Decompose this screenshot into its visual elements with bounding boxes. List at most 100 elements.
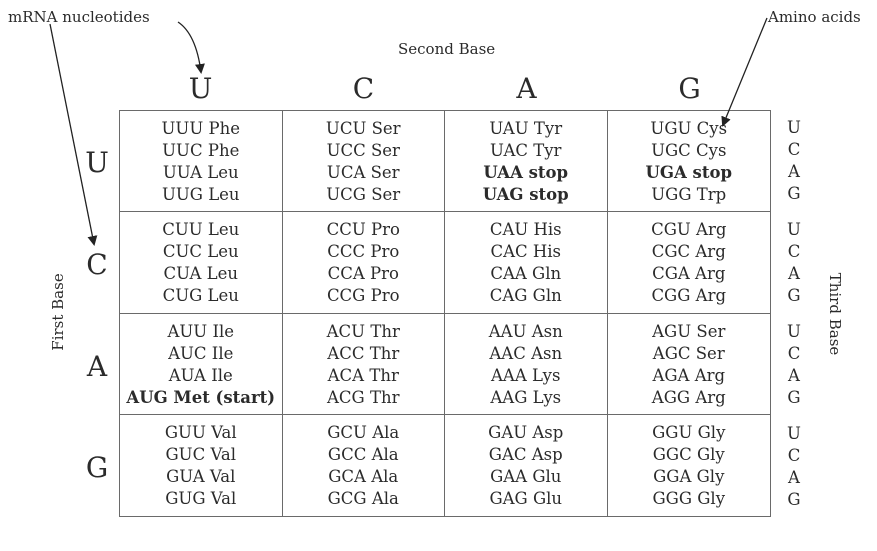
codon-entry: CCA Pro — [327, 264, 399, 284]
codon-entry: GUA Val — [166, 467, 236, 487]
codon-entry: CGC Arg — [651, 242, 726, 262]
codon-entry: AGU Ser — [652, 321, 726, 341]
codon-entry: AAC Asn — [489, 343, 563, 363]
codon-entry: GAA Glu — [490, 467, 562, 487]
codon-entry: GUG Val — [165, 489, 237, 509]
arrow-to-amino-acid-icon — [721, 17, 768, 127]
third-base-letter: U — [787, 424, 801, 443]
codon-entry: UGU Cys — [650, 119, 728, 139]
codon-entry: AAA Lys — [491, 365, 561, 385]
codon-entry: UGA stop — [645, 163, 732, 183]
third-base-letter: U — [787, 220, 801, 239]
arrow-to-first-base-icon — [49, 23, 98, 246]
codon-entry: UCU Ser — [325, 119, 401, 139]
third-base-letter: A — [788, 264, 800, 283]
codon-entry: UAA stop — [483, 163, 569, 183]
codon-entry: CUC Leu — [162, 242, 239, 262]
third-base-letter: A — [788, 468, 800, 487]
codon-entry: AUG Met (start) — [126, 387, 276, 407]
third-base-letter: G — [787, 388, 801, 407]
third-base-letter: G — [787, 490, 801, 509]
codon-entry: GUC Val — [165, 445, 236, 465]
first-base-g: G — [85, 451, 109, 484]
codon-entry: GCC Ala — [327, 445, 399, 465]
codon-entry: CUG Leu — [162, 286, 239, 306]
codon-entry: UUU Phe — [161, 119, 240, 139]
first-base-u: U — [85, 146, 109, 179]
codon-entry: GUU Val — [164, 423, 237, 443]
second-base-c: C — [352, 72, 375, 105]
codon-entry: GCG Ala — [327, 489, 399, 509]
codon-entry: ACA Thr — [327, 365, 399, 385]
third-base-letter: G — [787, 286, 801, 305]
third-base-letter: C — [787, 140, 801, 159]
codon-entry: ACC Thr — [327, 343, 400, 363]
third-base-letter: U — [787, 322, 801, 341]
arrow-to-second-base-icon — [177, 21, 205, 74]
codon-entry: UAC Tyr — [490, 141, 562, 161]
codon-entry: CUA Leu — [163, 264, 239, 284]
second-base-u: U — [188, 72, 213, 105]
amino-acids-label: Amino acids — [768, 8, 861, 26]
codon-entry: GGA Gly — [653, 467, 725, 487]
codon-entry: CUU Leu — [162, 220, 240, 240]
codon-entry: AGC Ser — [652, 343, 725, 363]
third-base-letter: A — [788, 162, 800, 181]
codon-entry: UGC Cys — [651, 141, 727, 161]
second-base-label: Second Base — [398, 40, 496, 58]
codon-entry: CAC His — [490, 242, 562, 262]
codon-entry: CGG Arg — [651, 286, 727, 306]
second-base-a: A — [516, 72, 537, 105]
codon-entry: UUC Phe — [162, 141, 240, 161]
third-base-letter: C — [787, 344, 801, 363]
codon-entry: AGG Arg — [651, 387, 726, 407]
first-base-c: C — [86, 248, 108, 281]
codon-entry: AGA Arg — [652, 365, 726, 385]
codon-entry: UAU Tyr — [489, 119, 563, 139]
codon-entry: ACU Thr — [326, 321, 400, 341]
third-base-letter: U — [787, 118, 801, 137]
codon-entry: AUC Ile — [168, 343, 234, 363]
codon-entry: CGA Arg — [652, 264, 726, 284]
first-base-a: A — [86, 350, 108, 383]
codon-entry: UGG Trp — [651, 185, 727, 205]
codon-entry: GGC Gly — [652, 445, 725, 465]
third-base-letter: C — [787, 242, 801, 261]
codon-entry: GGU Gly — [652, 423, 726, 443]
codon-entry: GAC Asp — [488, 445, 563, 465]
codon-entry: CCC Pro — [327, 242, 400, 262]
codon-entry: GAG Glu — [489, 489, 563, 509]
mrna-nucleotides-label: mRNA nucleotides — [8, 8, 150, 26]
codon-entry: CAA Gln — [490, 264, 562, 284]
codon-entry: AUU Ile — [167, 321, 235, 341]
codon-entry: GCU Ala — [327, 423, 400, 443]
third-base-letter: C — [787, 446, 801, 465]
codon-entry: GAU Asp — [488, 423, 564, 443]
codon-entry: CGU Arg — [651, 220, 727, 240]
codon-entry: AUA Ile — [168, 365, 233, 385]
second-base-g: G — [678, 72, 701, 105]
codon-entry: UCC Ser — [326, 141, 400, 161]
codon-entry: GGG Gly — [652, 489, 726, 509]
